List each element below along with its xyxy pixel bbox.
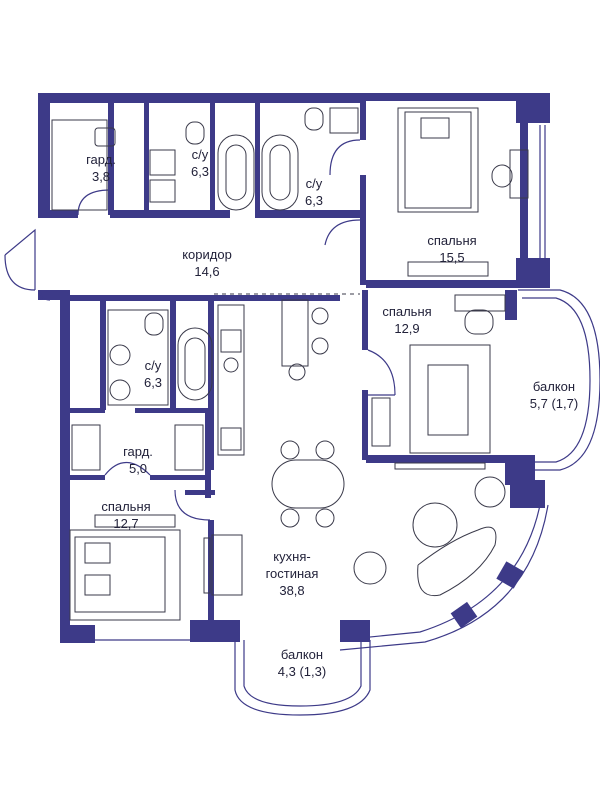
room-name: спальня [101, 499, 151, 514]
room-label-bed1: спальня 15,5 [427, 232, 476, 266]
room-area: 12,9 [394, 321, 420, 336]
room-label-corridor: коридор 14,6 [182, 246, 232, 280]
room-label-su3: с/у 6,3 [144, 357, 162, 391]
room-area: 6,3 [304, 193, 324, 208]
room-area: 14,6 [194, 264, 220, 279]
room-name: кухня- [273, 549, 311, 564]
room-label-su2: с/у 6,3 [305, 175, 323, 209]
room-label-kitchen: кухня- гостиная 38,8 [266, 548, 319, 599]
room-name: с/у [305, 176, 323, 191]
room-area: 3,8 [91, 169, 111, 184]
room-label-gard1: гард. 3,8 [86, 151, 116, 185]
room-name: спальня [427, 233, 477, 248]
room-name: гард. [123, 444, 153, 459]
room-label-bed2: спальня 12,9 [382, 303, 431, 337]
room-area: 5,7 (1,7) [529, 396, 579, 411]
room-area: 6,3 [190, 164, 210, 179]
room-name: коридор [182, 247, 232, 262]
room-label-gard2: гард. 5,0 [123, 443, 153, 477]
room-area: 12,7 [113, 516, 139, 531]
room-name: балкон [280, 647, 324, 662]
room-area: 4,3 (1,3) [277, 664, 327, 679]
room-label-bed3: спальня 12,7 [101, 498, 150, 532]
room-label-su1: с/у 6,3 [191, 146, 209, 180]
room-name: с/у [191, 147, 209, 162]
room-name: гард. [86, 152, 116, 167]
room-name: с/у [144, 358, 162, 373]
room-area: 5,0 [128, 461, 148, 476]
room-area: 6,3 [143, 375, 163, 390]
room-area: 15,5 [439, 250, 465, 265]
room-name: спальня [382, 304, 432, 319]
furniture [51, 107, 529, 621]
room-label-balcony2: балкон 4,3 (1,3) [278, 646, 326, 680]
room-label-balcony1: балкон 5,7 (1,7) [530, 378, 578, 412]
room-name: балкон [532, 379, 576, 394]
walls [38, 93, 550, 643]
room-name-2: гостиная [265, 566, 319, 581]
room-area: 38,8 [279, 583, 305, 598]
doors [4, 139, 396, 521]
